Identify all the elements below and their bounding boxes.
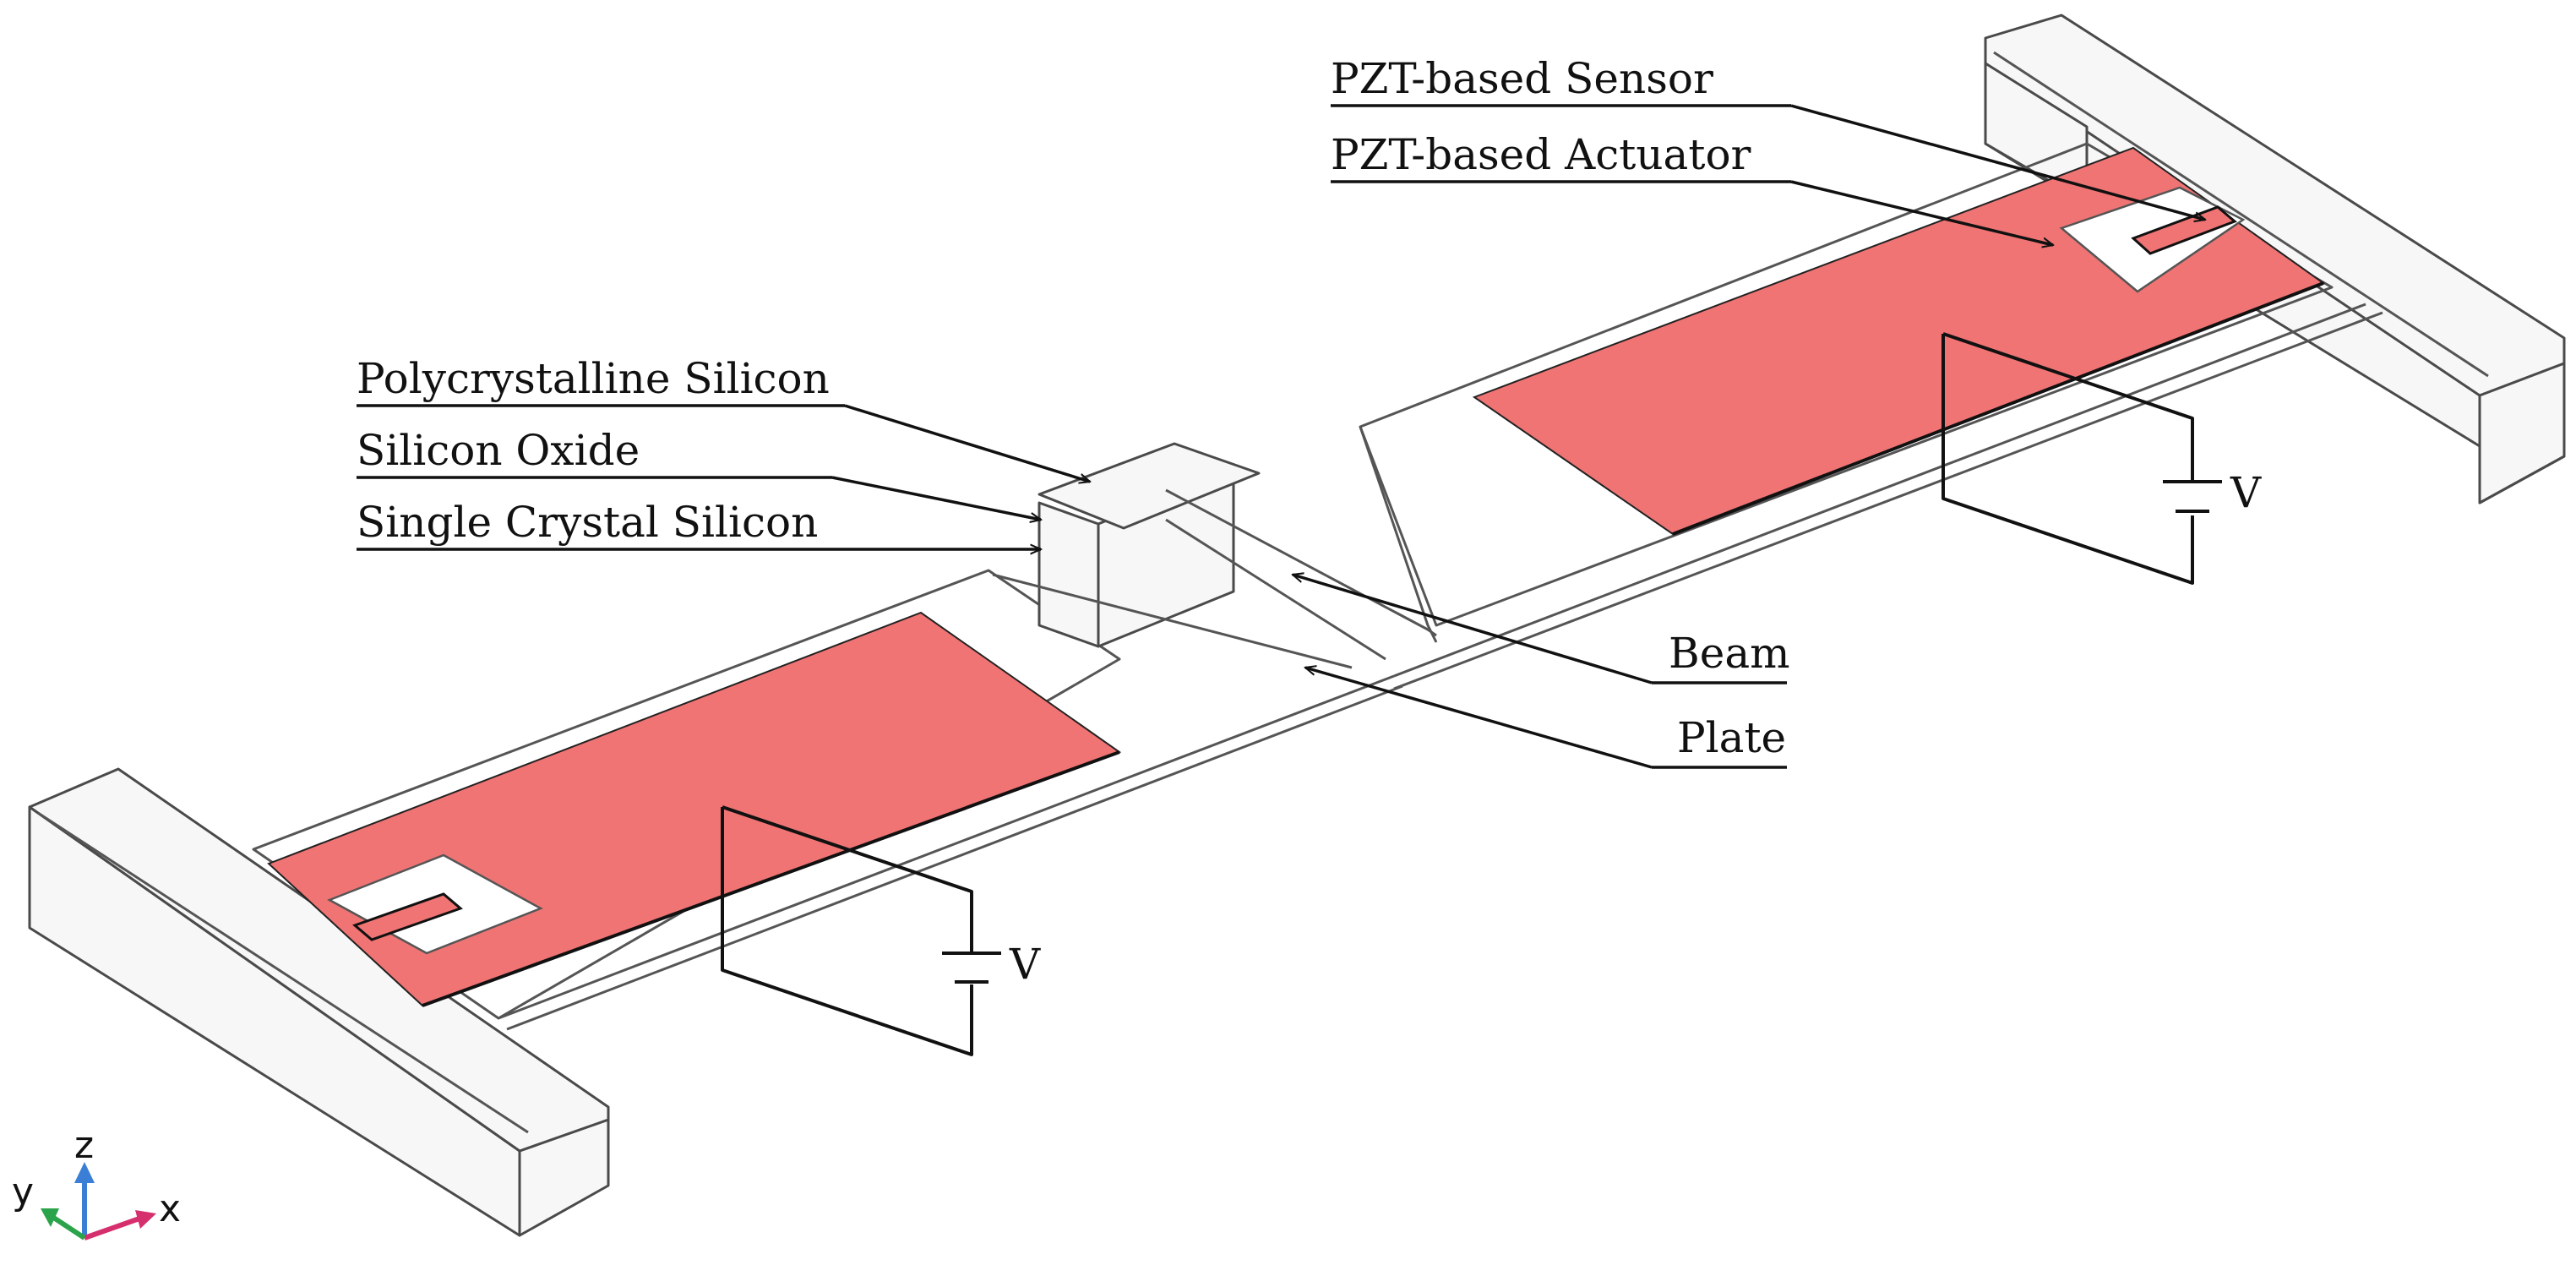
right-circuit-wire-upper <box>1942 332 2194 482</box>
plate-leader <box>1305 668 1653 769</box>
left-anchor-top-face <box>28 767 610 1153</box>
pzt-actuator-leader <box>1790 180 2053 245</box>
silicon-oxide-label: Silicon Oxide <box>357 426 640 475</box>
callout-beam: Beam <box>1293 575 1790 684</box>
poly-silicon-leader <box>844 404 1090 482</box>
left-circuit-wire-upper <box>722 805 973 953</box>
right-pzt-front-edge <box>1672 281 2324 536</box>
y-axis-arrow <box>51 1214 86 1241</box>
callout-silicon-oxide: Silicon Oxide <box>357 426 1041 520</box>
left-plate <box>252 569 1403 1031</box>
z-axis-head <box>74 1162 95 1183</box>
callout-plate: Plate <box>1305 668 1787 769</box>
axis-triad: z x y <box>12 1124 181 1241</box>
beam-label: Beam <box>1669 629 1790 678</box>
right-beam-rail-2 <box>1393 311 2383 690</box>
x-axis-arrow <box>83 1216 141 1241</box>
left-anchor-block <box>28 767 610 1237</box>
single-crystal-silicon-label: Single Crystal Silicon <box>357 498 818 547</box>
callout-single-crystal-silicon: Single Crystal Silicon <box>357 498 1041 549</box>
right-plate-tether <box>1359 426 1438 643</box>
right-anchor-edge <box>1993 51 2489 378</box>
central-beam-upper <box>1165 488 1437 637</box>
silicon-oxide-leader <box>831 476 1041 520</box>
beam-leader <box>1293 575 1653 684</box>
callout-poly-silicon: Polycrystalline Silicon <box>357 354 1090 482</box>
pzt-actuator-label: PZT-based Actuator <box>1331 130 1751 179</box>
right-anchor-inner-face <box>2478 362 2566 504</box>
central-beam-lower <box>1165 518 1386 661</box>
right-voltage-circuit: V <box>1942 332 2262 585</box>
y-axis-label: y <box>12 1170 34 1213</box>
central-support-block <box>992 442 1437 669</box>
y-axis-head <box>41 1208 59 1227</box>
poly-silicon-label: Polycrystalline Silicon <box>357 354 830 403</box>
z-axis-label: z <box>74 1124 94 1167</box>
left-pzt-actuator <box>267 611 1122 1007</box>
central-plate-link <box>992 573 1353 669</box>
left-voltage-circuit: V <box>721 805 1041 1056</box>
callout-pzt-actuator: PZT-based Actuator <box>1331 130 2053 245</box>
left-pzt-sensor <box>352 892 463 941</box>
left-circuit-wire-lower <box>721 807 973 1056</box>
pzt-sensor-leader <box>1790 104 2205 220</box>
right-beam-rail-1 <box>1393 303 2366 678</box>
left-beam-rail-1 <box>498 674 1395 1020</box>
right-voltage-label: V <box>2230 468 2262 517</box>
callout-pzt-sensor: PZT-based Sensor <box>1331 54 2205 220</box>
right-plate <box>1359 142 2383 690</box>
central-block-front <box>1037 501 1100 648</box>
plate-label: Plate <box>1677 713 1786 762</box>
x-axis-label: x <box>159 1187 181 1230</box>
right-circuit-wire-lower <box>1942 334 2194 585</box>
central-block-top <box>1037 442 1261 530</box>
left-beam-rail-2 <box>506 684 1403 1031</box>
right-plate-outline <box>1359 142 2334 627</box>
right-pzt-sensor <box>2131 205 2237 255</box>
pzt-sensor-label: PZT-based Sensor <box>1331 54 1713 103</box>
x-axis-head <box>135 1210 156 1229</box>
left-anchor-edge <box>37 811 529 1134</box>
left-pzt-front-edge <box>422 750 1120 1007</box>
left-voltage-label: V <box>1009 940 1041 989</box>
